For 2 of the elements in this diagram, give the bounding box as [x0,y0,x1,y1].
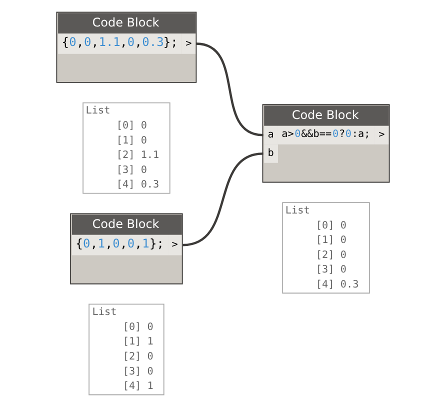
connector [182,152,264,246]
connector [196,42,264,136]
